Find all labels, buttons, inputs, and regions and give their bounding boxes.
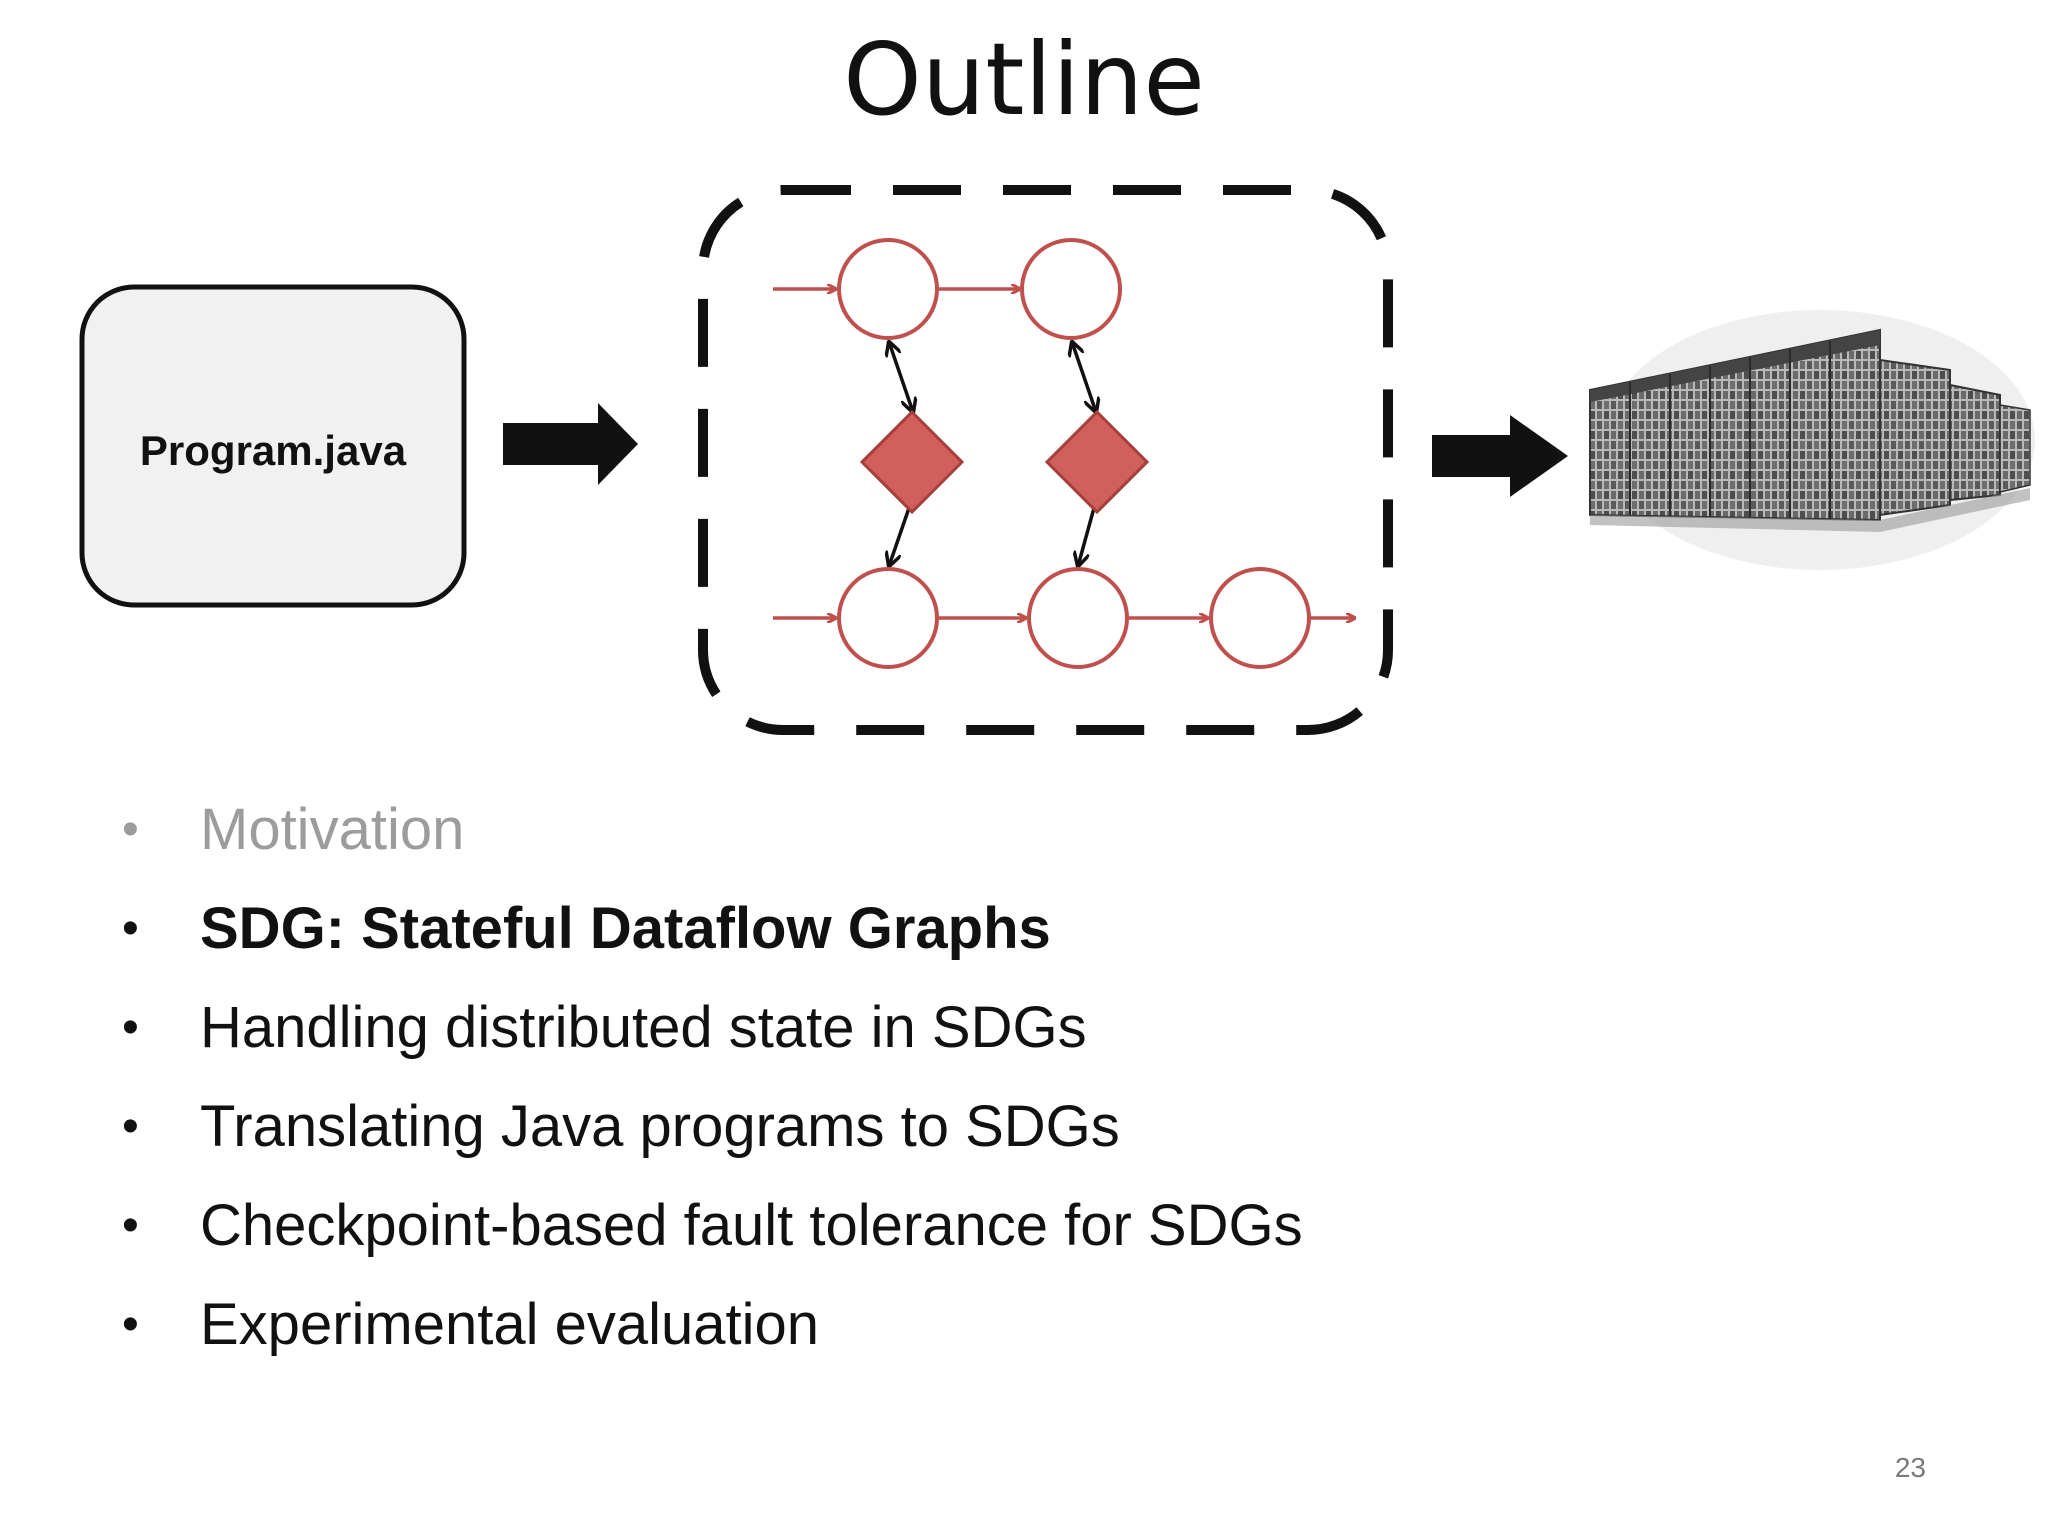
list-item-text: Handling distributed state in SDGs xyxy=(200,995,1087,1060)
datacenter-server-racks-icon xyxy=(1589,310,2035,570)
state-access-edges xyxy=(889,342,1096,566)
state-node xyxy=(859,409,965,515)
sdg-diagram: Program.java xyxy=(79,185,2035,735)
slide-title: Outline xyxy=(843,21,1205,138)
dataflow-edges xyxy=(773,289,1355,618)
list-item-text: Experimental evaluation xyxy=(200,1292,820,1357)
bullet-icon: • xyxy=(122,1199,139,1252)
list-item-text: Motivation xyxy=(200,797,465,862)
task-elements xyxy=(837,238,1311,669)
list-item: • Handling distributed state in SDGs xyxy=(112,978,1912,1077)
state-node xyxy=(1044,409,1150,515)
list-item-text: Translating Java programs to SDGs xyxy=(200,1094,1120,1159)
list-item: • SDG: Stateful Dataflow Graphs xyxy=(112,879,1912,978)
block-arrow-right-icon xyxy=(1432,415,1568,497)
task-node xyxy=(837,238,939,340)
list-item-text: SDG: Stateful Dataflow Graphs xyxy=(200,896,1051,961)
task-node xyxy=(1027,567,1129,669)
task-node xyxy=(1209,567,1311,669)
bullet-icon: • xyxy=(122,1298,139,1351)
program-box: Program.java xyxy=(79,284,467,608)
task-node xyxy=(1020,238,1122,340)
page-number: 23 xyxy=(1894,1452,1926,1483)
task-node xyxy=(837,567,939,669)
bullet-icon: • xyxy=(122,803,139,856)
bullet-icon: • xyxy=(122,1001,139,1054)
list-item: • Motivation xyxy=(112,780,1912,879)
bullet-icon: • xyxy=(122,902,139,955)
program-box-label: Program.java xyxy=(140,427,407,474)
list-item: • Checkpoint-based fault tolerance for S… xyxy=(112,1176,1912,1275)
outline-list: • Motivation • SDG: Stateful Dataflow Gr… xyxy=(112,780,1912,1374)
bullet-icon: • xyxy=(122,1100,139,1153)
block-arrow-right-icon xyxy=(503,403,638,485)
list-item: • Experimental evaluation xyxy=(112,1275,1912,1374)
state-elements xyxy=(859,409,1150,515)
list-item-text: Checkpoint-based fault tolerance for SDG… xyxy=(200,1193,1303,1258)
list-item: • Translating Java programs to SDGs xyxy=(112,1077,1912,1176)
sdg-container-dashed xyxy=(698,185,1393,735)
